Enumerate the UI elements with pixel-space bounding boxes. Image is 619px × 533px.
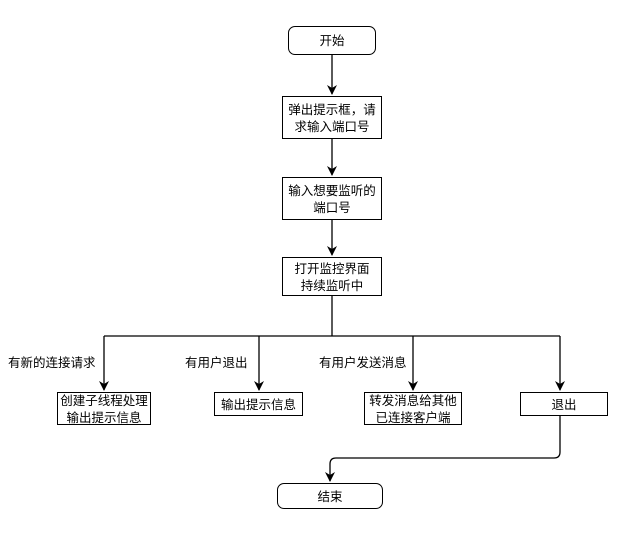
arrow-exit-to-end	[325, 416, 561, 482]
prompt-port-label-line-2: 求输入端口号	[294, 118, 370, 134]
prompt-port-node: 弹出提示框，请 求输入端口号	[282, 96, 382, 139]
create-thread-label-line-1: 创建子线程处理	[60, 392, 148, 408]
output-info-node: 输出提示信息	[214, 392, 303, 416]
monitor-ui-label-line-1: 打开监控界面	[294, 260, 370, 276]
branch-label-user-exit: 有用户退出	[185, 355, 248, 370]
forward-message-node: 转发消息给其他 已连接客户端	[364, 392, 462, 425]
start-node-label: 开始	[319, 33, 345, 48]
forward-message-label-line-1: 转发消息给其他	[369, 392, 457, 408]
branch-label-new-connection: 有新的连接请求	[8, 355, 96, 370]
prompt-port-label-line-1: 弹出提示框，请	[288, 101, 376, 117]
monitor-ui-node: 打开监控界面 持续监听中	[282, 257, 382, 296]
input-port-label-line-1: 输入想要监听的	[288, 182, 376, 198]
branch-label-user-send: 有用户发送消息	[319, 355, 407, 370]
start-node: 开始	[288, 26, 376, 55]
input-port-node: 输入想要监听的 端口号	[282, 177, 382, 220]
exit-node: 退出	[520, 392, 608, 416]
forward-message-label-line-2: 已连接客户端	[375, 409, 451, 425]
end-node-label: 结束	[317, 488, 343, 504]
input-port-label-line-2: 端口号	[313, 199, 351, 215]
end-node: 结束	[277, 483, 383, 509]
create-thread-label-line-2: 输出提示信息	[66, 409, 142, 425]
monitor-ui-label-line-2: 持续监听中	[300, 277, 364, 293]
create-thread-node: 创建子线程处理 输出提示信息	[57, 392, 151, 425]
output-info-label: 输出提示信息	[220, 396, 296, 412]
exit-node-label: 退出	[551, 396, 577, 412]
